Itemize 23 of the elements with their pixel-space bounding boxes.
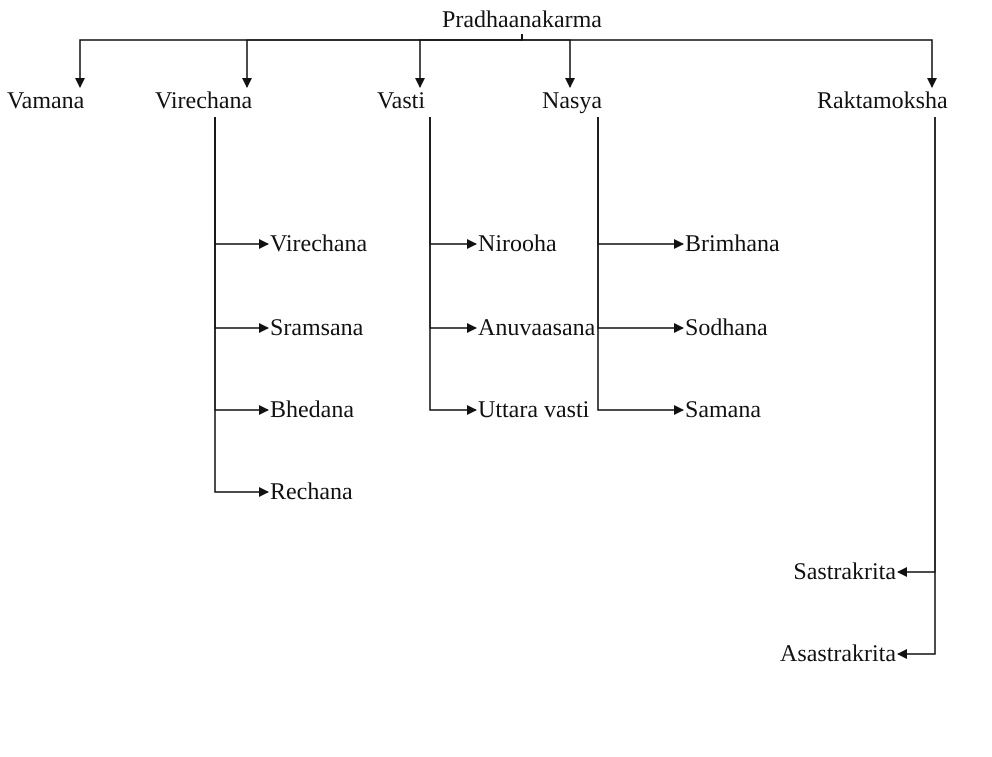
node-label: Samana bbox=[683, 394, 763, 426]
node-label: Sastrakrita bbox=[791, 556, 898, 588]
node-label: Virechana bbox=[268, 228, 370, 260]
node-label: Virechana bbox=[153, 85, 254, 117]
node-label: Sodhana bbox=[683, 312, 770, 344]
node-label: Vamana bbox=[5, 85, 86, 117]
node-label: Asastrakrita bbox=[778, 638, 898, 670]
arrow bbox=[521, 34, 937, 88]
arrow bbox=[429, 117, 477, 415]
arrow bbox=[597, 117, 684, 415]
arrow bbox=[897, 117, 936, 659]
node-label: Brimhana bbox=[683, 228, 782, 260]
node-label: Raktamoksha bbox=[815, 85, 950, 117]
node-label: Anuvaasana bbox=[476, 312, 598, 344]
node-label: Pradhaanakarma bbox=[440, 4, 604, 36]
node-label: Sramsana bbox=[268, 312, 366, 344]
node-label: Bhedana bbox=[268, 394, 356, 426]
node-label: Nirooha bbox=[476, 228, 559, 260]
arrow bbox=[214, 117, 269, 497]
node-label: Nasya bbox=[540, 85, 604, 117]
node-label: Uttara vasti bbox=[476, 394, 592, 426]
node-label: Rechana bbox=[268, 476, 355, 508]
node-label: Vasti bbox=[375, 85, 427, 117]
